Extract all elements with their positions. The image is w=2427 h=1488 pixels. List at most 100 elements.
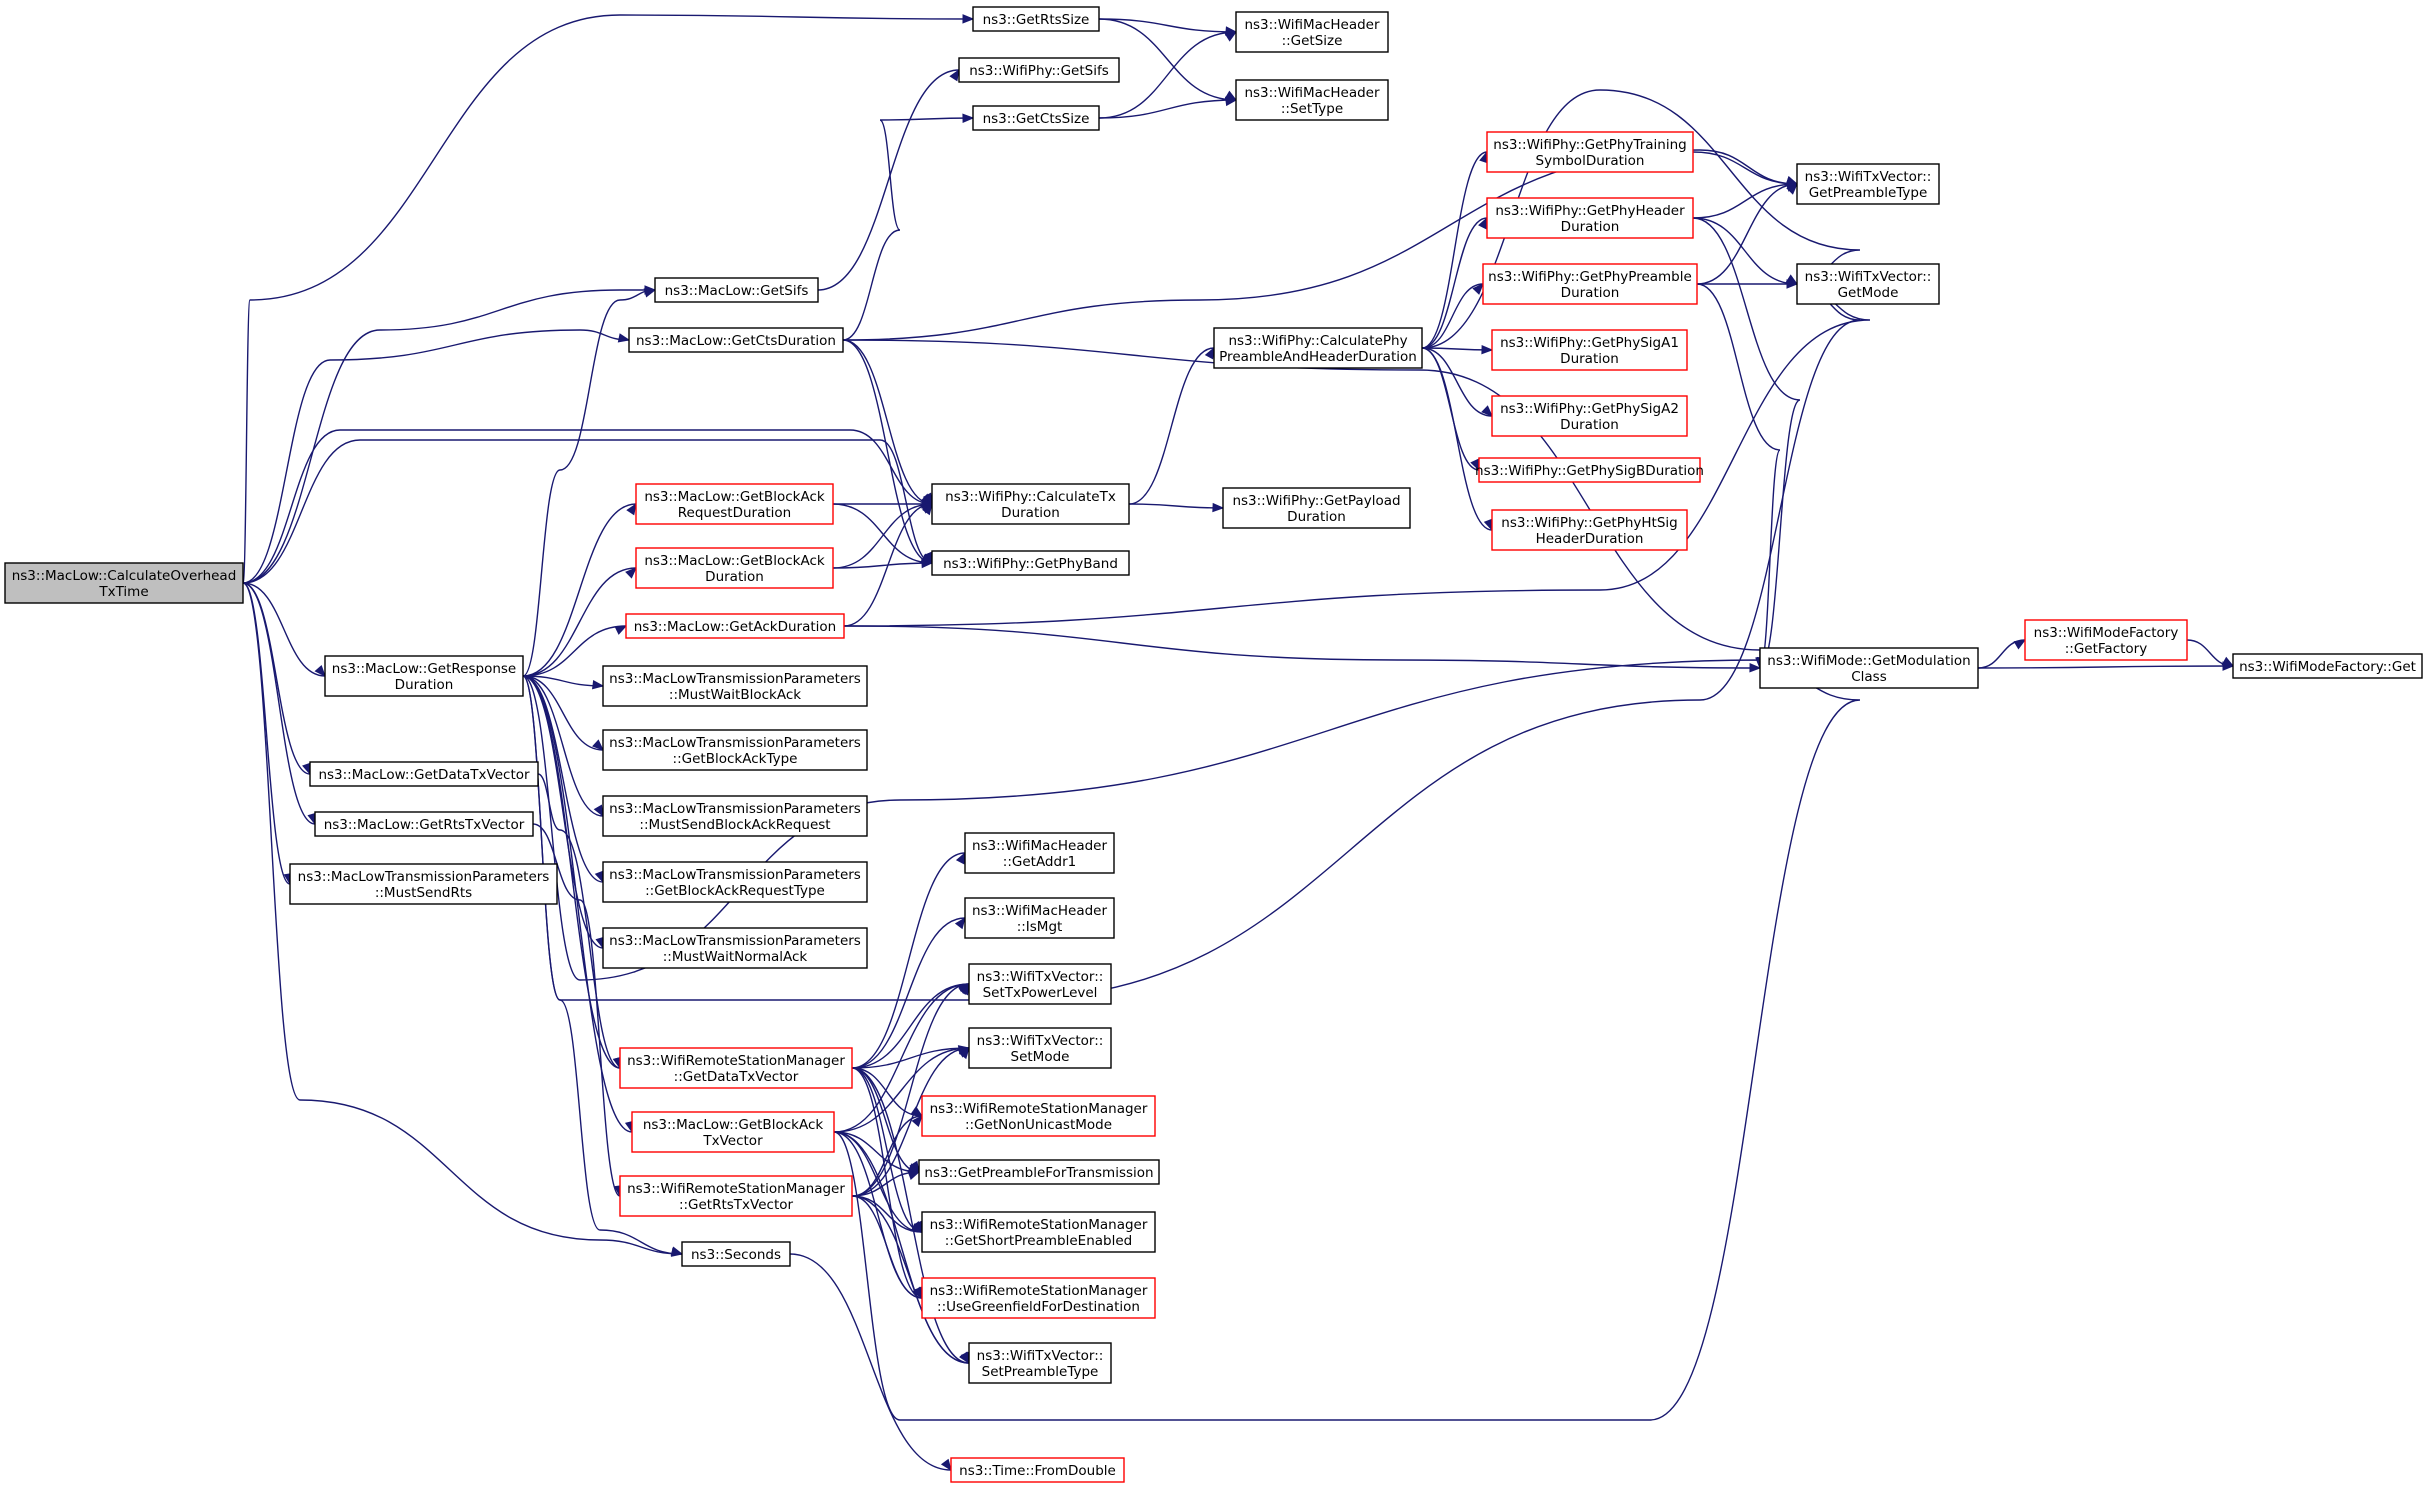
graph-node-n2[interactable]: ns3::WifiMacHeader::GetSize xyxy=(1235,11,1389,53)
node-box xyxy=(964,897,1115,939)
edge-line xyxy=(851,1195,923,1299)
edge-line xyxy=(851,1047,970,1069)
graph-node-n44[interactable]: ns3::WifiRemoteStationManager::GetRtsTxV… xyxy=(619,1175,853,1217)
graph-node-n37[interactable]: ns3::WifiMacHeader::IsMgt xyxy=(964,897,1115,939)
graph-node-n4[interactable]: ns3::WifiPhy::GetSifs xyxy=(958,57,1120,83)
node-label: ::MustWaitNormalAck xyxy=(663,949,808,965)
node-box xyxy=(309,761,539,787)
graph-node-n9[interactable]: ns3::WifiPhy::GetPhyBand xyxy=(931,550,1130,576)
graph-node-n36[interactable]: ns3::WifiMacHeader::GetAddr1 xyxy=(964,832,1115,874)
edge-n13-n11 xyxy=(522,567,637,677)
graph-node-n39[interactable]: ns3::WifiTxVector::SetMode xyxy=(968,1027,1112,1069)
graph-node-n18[interactable]: ns3::MacLowTransmissionParameters::MustW… xyxy=(602,927,868,969)
edge-line xyxy=(522,675,604,687)
edge-arrowhead xyxy=(940,1458,952,1472)
graph-node-n48[interactable]: ns3::WifiTxVector::SetPreambleType xyxy=(968,1342,1112,1384)
edge-n13-n16 xyxy=(522,675,604,818)
graph-node-n20[interactable]: ns3::MacLow::GetRtsTxVector xyxy=(314,811,534,837)
node-label: ::GetSize xyxy=(1282,33,1343,49)
graph-node-n12[interactable]: ns3::MacLow::GetAckDuration xyxy=(625,613,845,639)
graph-node-n34[interactable]: ns3::WifiModeFactory::GetFactory xyxy=(2024,619,2188,661)
node-box xyxy=(958,57,1120,83)
edge-n0-n7 xyxy=(242,329,631,584)
graph-node-n1[interactable]: ns3::GetRtsSize xyxy=(972,6,1100,32)
node-box xyxy=(619,1047,853,1089)
edge-line xyxy=(1692,217,1798,285)
edge-line xyxy=(1696,183,1798,285)
node-label: RequestDuration xyxy=(678,505,791,521)
node-box xyxy=(1235,11,1389,53)
node-label: SetPreambleType xyxy=(982,1364,1099,1380)
graph-node-n24[interactable]: ns3::WifiPhy::GetPhyTrainingSymbolDurati… xyxy=(1486,131,1694,173)
graph-node-n45[interactable]: ns3::WifiRemoteStationManager::GetShortP… xyxy=(921,1211,1156,1253)
edge-line xyxy=(242,582,326,677)
edge-line xyxy=(851,1047,970,1197)
graph-node-n14[interactable]: ns3::MacLowTransmissionParameters::MustW… xyxy=(602,665,868,707)
graph-node-n3[interactable]: ns3::WifiMacHeader::SetType xyxy=(1235,79,1389,121)
node-box xyxy=(972,6,1100,32)
graph-node-n38[interactable]: ns3::WifiTxVector::SetTxPowerLevel xyxy=(968,963,1112,1005)
node-label: SymbolDuration xyxy=(1536,153,1645,169)
edge-arrowhead xyxy=(911,1114,923,1128)
graph-node-n29[interactable]: ns3::WifiPhy::GetPhySigBDuration xyxy=(1475,457,1704,483)
node-label: ns3::MacLow::GetRtsTxVector xyxy=(324,817,525,833)
edge-arrowhead xyxy=(1224,96,1238,107)
graph-node-n35[interactable]: ns3::WifiModeFactory::Get xyxy=(2232,653,2423,679)
edge-line xyxy=(522,567,637,677)
node-label: ns3::WifiPhy::GetPayload xyxy=(1232,493,1400,509)
edge-arrowhead xyxy=(1212,502,1225,513)
graph-node-n7[interactable]: ns3::MacLow::GetCtsDuration xyxy=(628,327,844,353)
graph-node-n17[interactable]: ns3::MacLowTransmissionParameters::GetBl… xyxy=(602,861,868,903)
node-label: ns3::WifiRemoteStationManager xyxy=(930,1217,1148,1233)
edge-line xyxy=(843,503,933,627)
edge-line xyxy=(1098,18,1237,101)
node-label: Duration xyxy=(395,677,454,693)
edge-n44-n41 xyxy=(851,1114,923,1197)
graph-node-n16[interactable]: ns3::MacLowTransmissionParameters::MustS… xyxy=(602,795,868,837)
graph-node-n6[interactable]: ns3::MacLow::GetSifs xyxy=(654,277,819,303)
node-label: Duration xyxy=(1560,417,1619,433)
graph-node-n41[interactable]: ns3::WifiRemoteStationManager::GetNonUni… xyxy=(921,1095,1156,1137)
edge-n26-n33 xyxy=(1696,283,1781,670)
edge-n46-n49 xyxy=(789,1253,952,1472)
edge-line xyxy=(842,117,974,341)
node-box xyxy=(625,613,845,639)
edge-line xyxy=(851,917,966,1069)
graph-node-n15[interactable]: ns3::MacLowTransmissionParameters::GetBl… xyxy=(602,729,868,771)
graph-node-n47[interactable]: ns3::WifiRemoteStationManager::UseGreenf… xyxy=(921,1277,1156,1319)
node-label: ::GetShortPreambleEnabled xyxy=(945,1233,1132,1249)
graph-node-n49[interactable]: ns3::Time::FromDouble xyxy=(950,1457,1125,1483)
graph-node-n19[interactable]: ns3::MacLow::GetDataTxVector xyxy=(309,761,539,787)
edge-line xyxy=(1977,665,2234,669)
graph-node-n40[interactable]: ns3::WifiRemoteStationManager::GetDataTx… xyxy=(619,1047,853,1089)
graph-node-n21[interactable]: ns3::MacLowTransmissionParameters::MustS… xyxy=(289,863,558,905)
graph-node-n32[interactable]: ns3::WifiTxVector::GetMode xyxy=(1796,263,1940,305)
edge-line xyxy=(851,1067,923,1233)
node-label: ns3::WifiTxVector:: xyxy=(1805,169,1932,185)
node-box xyxy=(1478,457,1701,483)
edge-line xyxy=(242,582,316,825)
edge-arrowhead xyxy=(1481,405,1493,417)
edge-arrowhead xyxy=(592,739,604,751)
graph-node-n43[interactable]: ns3::GetPreambleForTransmission xyxy=(918,1159,1160,1185)
graph-node-n22[interactable]: ns3::WifiPhy::CalculatePhyPreambleAndHea… xyxy=(1213,327,1423,369)
node-label: ns3::WifiPhy::GetPhyTraining xyxy=(1493,137,1686,153)
graph-node-n46[interactable]: ns3::Seconds xyxy=(681,1241,791,1267)
graph-node-n5[interactable]: ns3::GetCtsSize xyxy=(972,105,1100,131)
node-label: ns3::WifiPhy::GetPhySigBDuration xyxy=(1475,463,1704,479)
graph-node-n31[interactable]: ns3::WifiTxVector::GetPreambleType xyxy=(1796,163,1940,205)
edge-arrowhead xyxy=(591,679,605,690)
